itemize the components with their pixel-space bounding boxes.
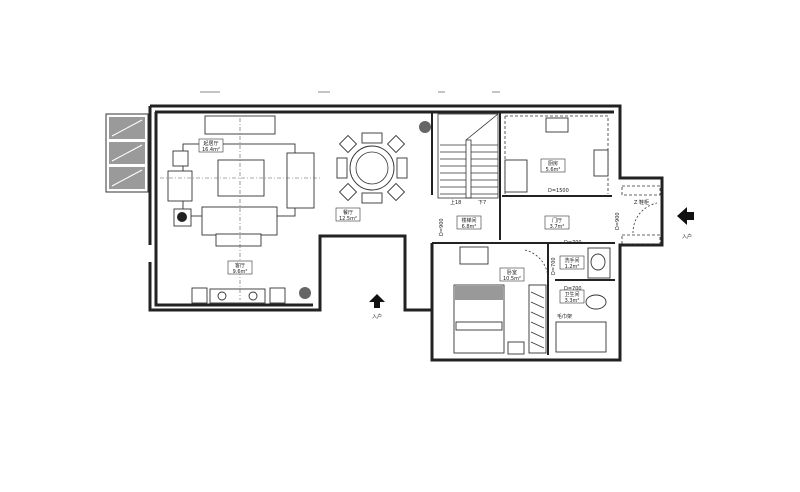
svg-text:1.2m²: 1.2m²: [565, 264, 580, 270]
stair-down-note: 下7: [478, 200, 486, 206]
svg-text:客厅: 客厅: [235, 262, 245, 269]
svg-text:6.8m²: 6.8m²: [462, 224, 477, 230]
svg-text:卫生间: 卫生间: [564, 291, 579, 298]
stair-door-dimension: D=900: [439, 218, 445, 236]
svg-text:卧室: 卧室: [507, 269, 517, 276]
bedroom-furniture: [453, 246, 549, 355]
stair-up-note: 上18: [450, 199, 461, 206]
svg-text:门厅: 门厅: [552, 217, 562, 224]
room-label-foyer: 门厅3.7m²: [544, 215, 570, 230]
bedroom-door-dimension: D=700: [551, 257, 557, 275]
kitchen-door-dimension: D=1500: [548, 188, 569, 194]
dining-table: [336, 132, 408, 204]
walls: [148, 104, 664, 362]
bathroom-fixtures: [555, 247, 611, 353]
towel-rack-note: 毛巾架: [557, 313, 572, 320]
svg-text:餐厅: 餐厅: [343, 209, 353, 216]
svg-text:5.6m²: 5.6m²: [546, 167, 561, 173]
entry-door-dimension: D=900: [615, 212, 621, 230]
room-label-lounge: 客厅9.6m²: [227, 260, 253, 275]
svg-text:16.4m²: 16.4m²: [202, 147, 220, 153]
bathroom-door-dimension: D=700: [564, 286, 582, 292]
washroom-door-dimension: D=700: [564, 240, 582, 246]
svg-text:10.5m²: 10.5m²: [503, 276, 521, 282]
side-entrance-label: 入户: [682, 233, 692, 240]
closet-note: Z 鞋柜: [634, 199, 649, 206]
main-entrance-arrow-icon: [369, 294, 385, 308]
svg-text:9.6m²: 9.6m²: [233, 269, 248, 275]
svg-text:3.7m²: 3.7m²: [550, 224, 565, 230]
side-entrance-arrow-icon: [677, 207, 694, 225]
main-entrance-label: 入户: [372, 313, 382, 320]
svg-text:楼梯间: 楼梯间: [461, 217, 476, 224]
svg-text:12.5m²: 12.5m²: [339, 216, 357, 222]
room-label-kitchen: 厨房5.6m²: [540, 158, 566, 173]
entry-vestibule: [621, 185, 661, 245]
svg-text:起居厅: 起居厅: [203, 141, 218, 147]
kitchen-counters: [504, 115, 609, 194]
living-room-furniture: [160, 115, 431, 304]
staircase: [437, 113, 499, 199]
svg-text:厨房: 厨房: [548, 160, 558, 167]
svg-text:3.3m²: 3.3m²: [565, 298, 580, 304]
svg-text:洗手间: 洗手间: [564, 257, 579, 264]
balcony-windows: [105, 113, 149, 193]
